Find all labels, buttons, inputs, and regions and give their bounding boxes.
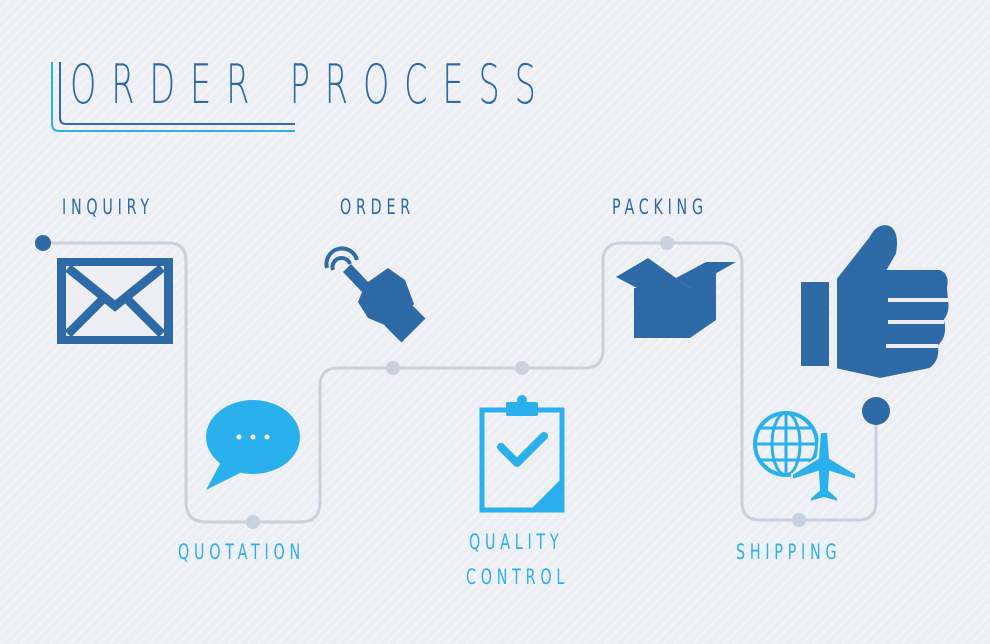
pointing-hand-icon — [324, 246, 426, 343]
globe-icon — [753, 411, 819, 477]
speech-bubble-icon — [206, 400, 300, 490]
path-node-quality — [515, 361, 529, 375]
path-node-packing — [660, 236, 674, 250]
process-path — [43, 241, 878, 524]
title-bracket-light — [51, 62, 295, 132]
step-label-packing: PACKING — [612, 195, 708, 219]
step-label-inquiry: INQUIRY — [62, 195, 154, 219]
airplane-icon — [791, 431, 857, 504]
step-label-quality: QUALITY — [469, 530, 564, 554]
start-node — [35, 235, 51, 251]
step-label-control: CONTROL — [466, 565, 570, 589]
path-node-quotation — [246, 515, 260, 529]
title-bracket-dark — [59, 62, 295, 125]
step-label-shipping: SHIPPING — [736, 540, 842, 564]
end-node — [862, 397, 890, 425]
open-box-icon — [616, 258, 736, 338]
step-label-order: ORDER — [340, 195, 415, 219]
page-title: ORDER PROCESS — [70, 52, 551, 116]
thumbs-up-icon — [801, 221, 953, 383]
path-node-order — [386, 361, 400, 375]
envelope-icon — [57, 258, 173, 344]
clipboard-check-icon — [479, 395, 565, 513]
step-label-quotation: QUOTATION — [178, 540, 305, 564]
path-node-shipping — [792, 513, 806, 527]
